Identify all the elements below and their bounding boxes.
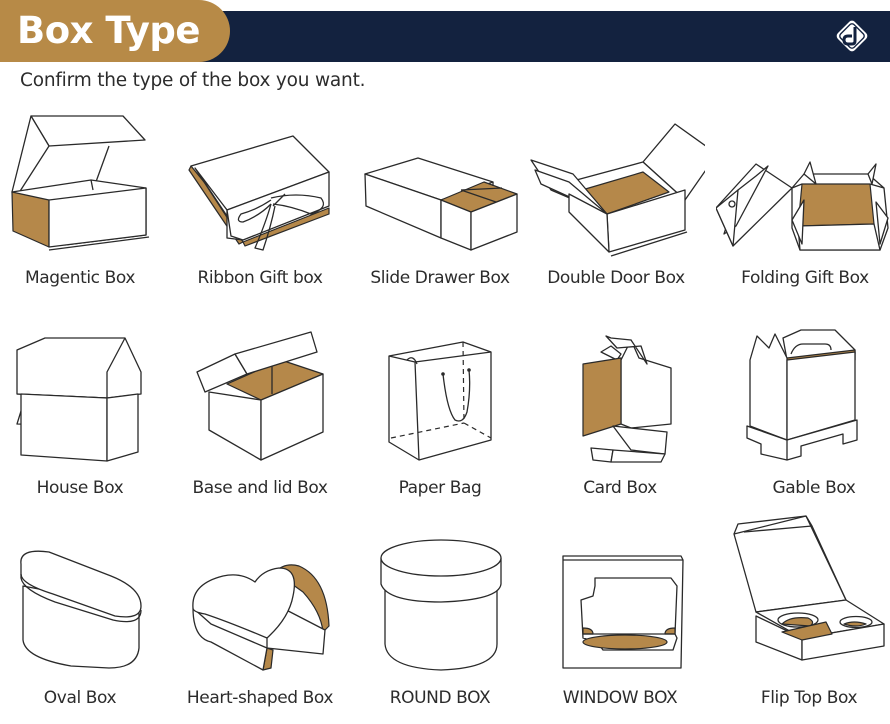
box-option-magnetic[interactable]: Magentic Box <box>0 110 169 300</box>
page-title: Box Type <box>17 9 200 52</box>
box-option-slide-drawer[interactable]: Slide Drawer Box <box>351 110 529 300</box>
box-label: Base and lid Box <box>192 478 328 498</box>
box-label: ROUND BOX <box>389 688 491 708</box>
box-label: House Box <box>36 478 124 498</box>
box-option-house[interactable]: House Box <box>0 320 169 510</box>
ribbon-gift-box-icon <box>188 135 330 251</box>
base-and-lid-box-icon <box>196 331 324 461</box>
box-label: Folding Gift Box <box>741 268 869 288</box>
folding-gift-box-icon <box>716 161 889 251</box>
flip-top-box-icon <box>733 515 885 661</box>
box-option-window[interactable]: WINDOW BOX <box>531 530 709 724</box>
box-option-flip-top[interactable]: Flip Top Box <box>720 510 890 724</box>
box-option-heart[interactable]: Heart-shaped Box <box>171 530 349 724</box>
box-label: Heart-shaped Box <box>186 688 334 708</box>
box-option-folding-gift[interactable]: Folding Gift Box <box>716 110 890 300</box>
diamond-d-logo-icon <box>836 20 868 52</box>
heart-shaped-box-icon <box>192 564 330 671</box>
box-label: Oval Box <box>43 688 117 708</box>
box-label: WINDOW BOX <box>562 688 678 708</box>
round-box-icon <box>380 539 502 671</box>
box-label: Paper Bag <box>398 478 482 498</box>
box-label: Double Door Box <box>547 268 685 288</box>
subtitle: Confirm the type of the box you want. <box>20 70 366 91</box>
box-option-double-door[interactable]: Double Door Box <box>527 110 705 300</box>
box-label: Flip Top Box <box>760 688 858 708</box>
box-option-base-and-lid[interactable]: Base and lid Box <box>171 320 349 510</box>
box-label: Gable Box <box>772 478 856 498</box>
oval-box-icon <box>20 550 142 669</box>
slide-drawer-box-icon <box>364 157 518 251</box>
paper-bag-icon <box>388 341 492 461</box>
box-option-ribbon-gift[interactable]: Ribbon Gift box <box>171 110 349 300</box>
box-label: Slide Drawer Box <box>370 268 510 288</box>
house-box-icon <box>16 337 142 462</box>
box-option-oval[interactable]: Oval Box <box>0 530 169 724</box>
box-label: Ribbon Gift box <box>197 268 323 288</box>
box-option-gable[interactable]: Gable Box <box>725 320 890 510</box>
box-option-paper-bag[interactable]: Paper Bag <box>351 320 529 510</box>
title-tab: Box Type <box>0 0 230 62</box>
gable-box-icon <box>746 329 858 461</box>
box-label: Card Box <box>583 478 657 498</box>
box-option-card[interactable]: Card Box <box>531 320 709 510</box>
double-door-box-icon <box>530 123 705 257</box>
card-box-icon <box>582 335 672 463</box>
box-option-round[interactable]: ROUND BOX <box>351 530 529 724</box>
magnetic-box-icon <box>11 115 150 251</box>
box-label: Magentic Box <box>24 268 136 288</box>
window-box-icon <box>562 555 684 669</box>
